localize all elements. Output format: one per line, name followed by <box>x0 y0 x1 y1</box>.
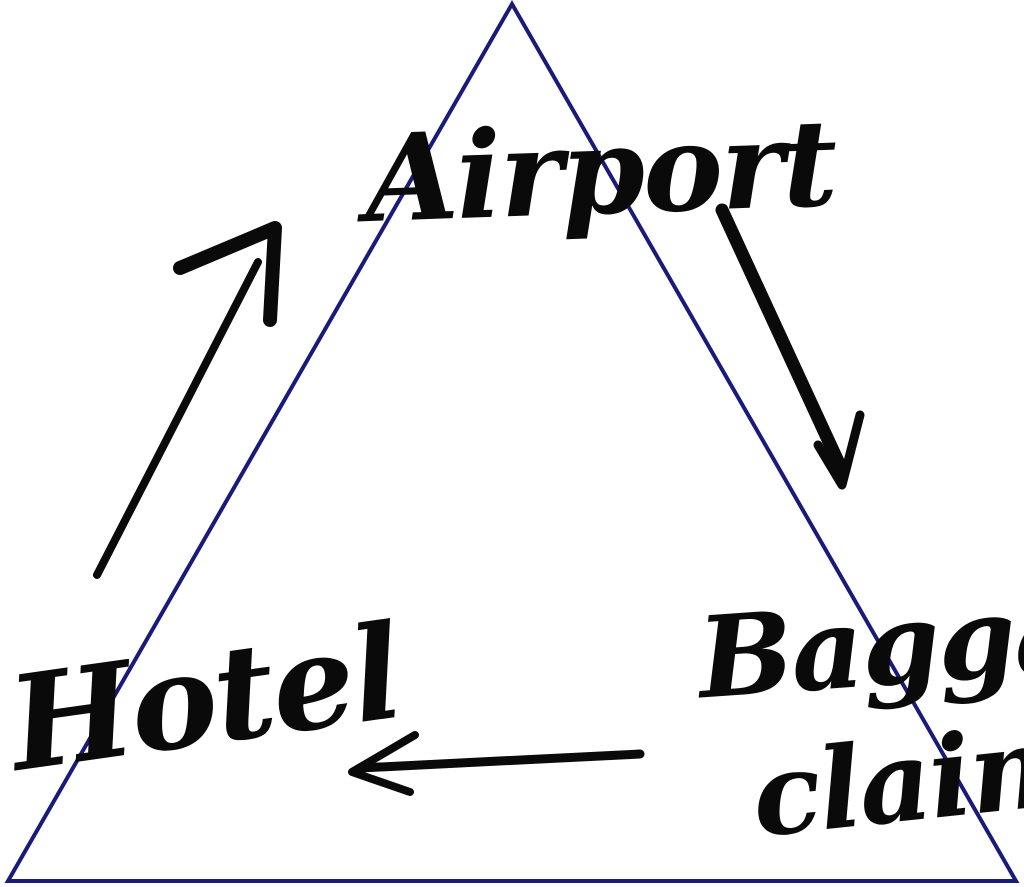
arrow-baggage-to-hotel <box>348 731 645 796</box>
node-label-airport: Airport <box>362 92 838 251</box>
triangle-outline <box>4 0 1020 883</box>
node-label-baggage-line-2: claim <box>746 697 1024 864</box>
arrow-airport-to-baggage <box>715 203 865 490</box>
arrow-hotel-to-airport <box>93 221 282 579</box>
